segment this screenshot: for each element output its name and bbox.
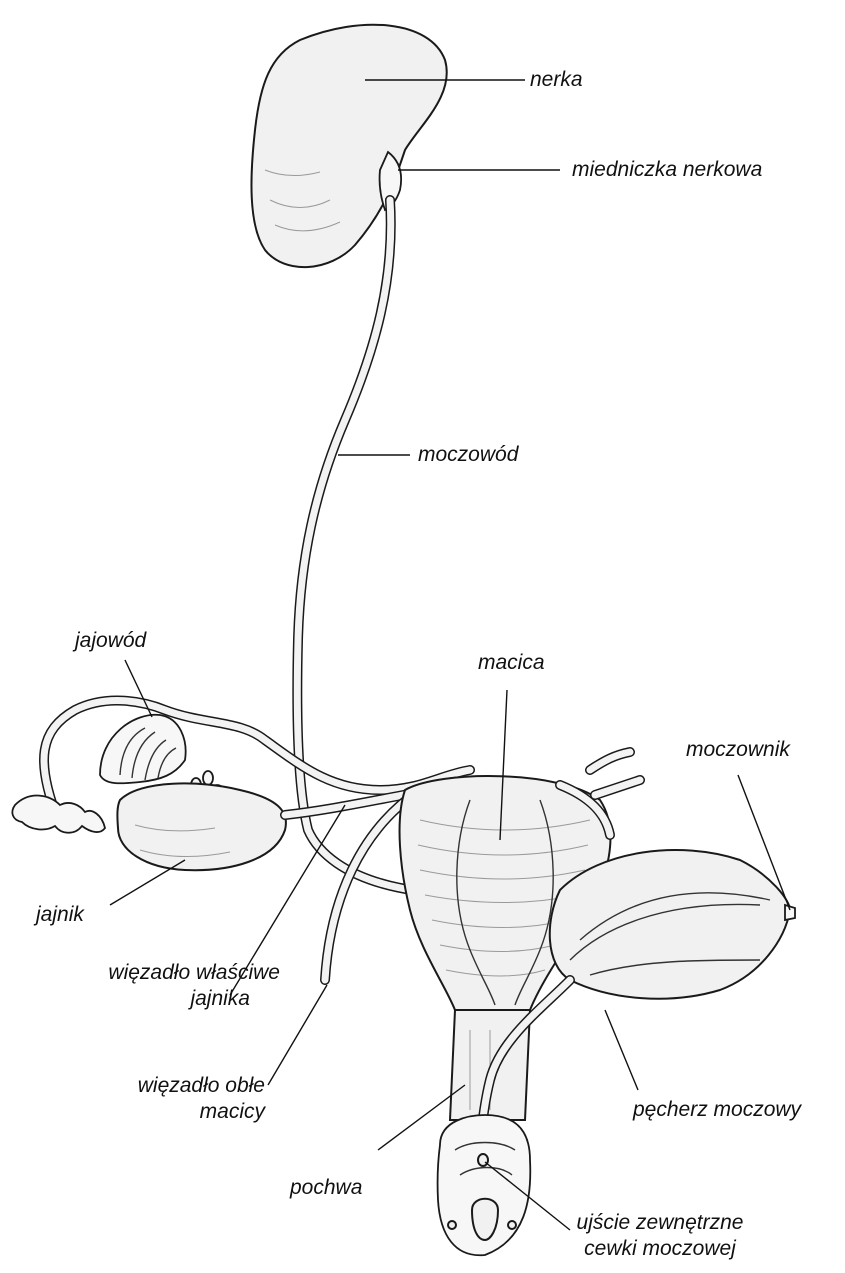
urinary-bladder	[550, 850, 795, 999]
label-jajowod: jajowód	[75, 628, 146, 654]
label-wiezadlo-wlasciwe-line2: jajnika	[0, 986, 250, 1012]
label-moczownik: moczownik	[686, 737, 790, 763]
label-wiezadlo-oble: więzadło obłe macicy	[0, 1073, 265, 1125]
leader-jajnik	[110, 860, 185, 905]
label-moczowod: moczowód	[418, 442, 518, 468]
label-jajnik: jajnik	[36, 902, 84, 928]
leader-jajowod	[125, 660, 152, 717]
label-ujscie-line2: cewki moczowej	[560, 1236, 760, 1262]
label-pochwa: pochwa	[290, 1175, 362, 1201]
label-nerka: nerka	[530, 67, 583, 93]
label-wiezadlo-oble-line1: więzadło obłe	[0, 1073, 265, 1099]
label-miedniczka-nerkowa: miedniczka nerkowa	[572, 157, 762, 183]
ovary	[117, 783, 286, 870]
leader-pecherz	[605, 1010, 638, 1090]
label-wiezadlo-wlasciwe: więzadło właściwe jajnika	[0, 960, 280, 1012]
vulva	[438, 1115, 531, 1255]
label-pecherz-moczowy: pęcherz moczowy	[633, 1097, 801, 1123]
label-macica: macica	[478, 650, 545, 676]
label-wiezadlo-oble-line2: macicy	[0, 1099, 265, 1125]
epoophoron	[100, 715, 223, 795]
label-ujscie-line1: ujście zewnętrzne	[560, 1210, 760, 1236]
label-ujscie-zewnetrzne: ujście zewnętrzne cewki moczowej	[560, 1210, 760, 1262]
label-wiezadlo-wlasciwe-line1: więzadło właściwe	[0, 960, 280, 986]
kidney	[251, 25, 446, 267]
leader-lines	[110, 80, 790, 1230]
